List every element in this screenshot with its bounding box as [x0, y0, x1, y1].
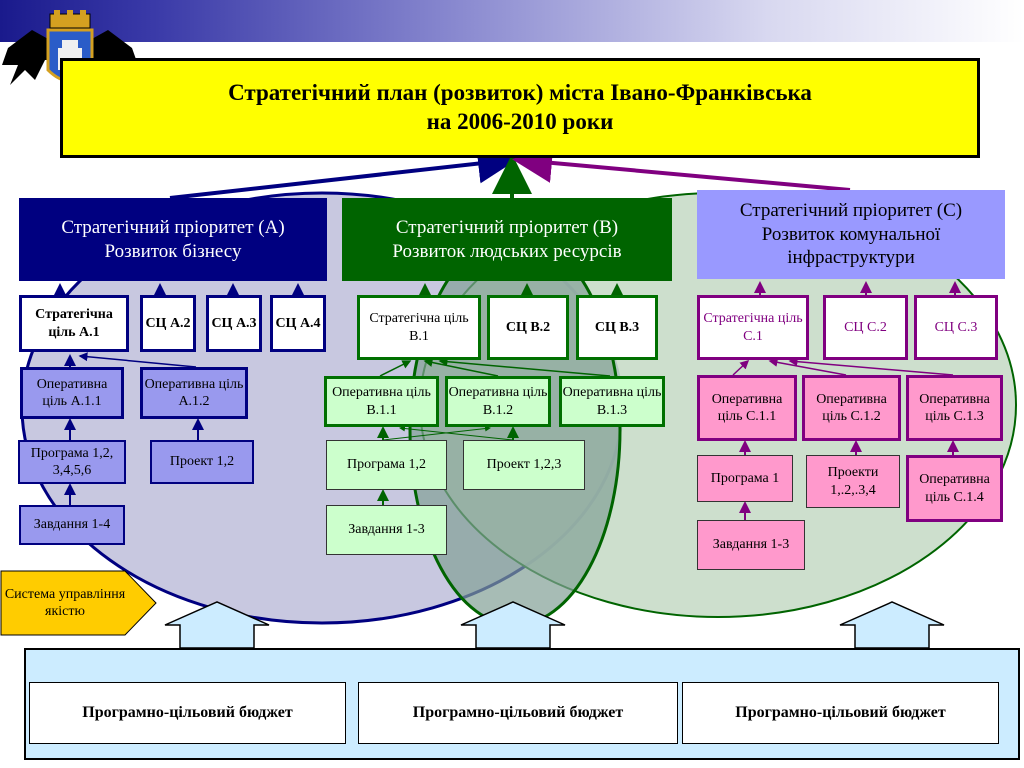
goal-c3: СЦ С.3 [914, 295, 998, 360]
priority-c-line1: Стратегічний пріоритет (С) [739, 199, 963, 221]
tasks-c: Завдання 1-3 [697, 520, 805, 570]
op-goal-b12: Оперативна ціль В.1.2 [445, 376, 551, 427]
budget-b: Програмно-цільовий бюджет [358, 682, 678, 744]
goal-b2: СЦ В.2 [487, 295, 569, 360]
op-goal-a12: Оперативна ціль А.1.2 [140, 367, 248, 419]
op-goal-c11: Оперативна ціль С.1.1 [697, 375, 797, 441]
projects-c: Проекти 1,.2,.3,4 [806, 455, 900, 508]
priority-c: Стратегічний пріоритет (С) Розвиток кому… [697, 190, 1005, 279]
goal-a3: СЦ А.3 [206, 295, 262, 352]
op-goal-c13: Оперативна ціль С.1.3 [906, 375, 1003, 441]
priority-b-line2: Розвиток людських ресурсів [392, 240, 622, 262]
project-a: Проект 1,2 [150, 440, 254, 484]
budget-c: Програмно-цільовий бюджет [682, 682, 999, 744]
priority-a: Стратегічний пріоритет (А) Розвиток бізн… [19, 198, 327, 281]
program-a: Програма 1,2, 3,4,5,6 [18, 440, 126, 484]
op-goal-a11: Оперативна ціль А.1.1 [20, 367, 124, 419]
tasks-a: Завдання 1-4 [19, 505, 125, 545]
op-goal-c14: Оперативна ціль С.1.4 [906, 455, 1003, 522]
goal-a4: СЦ А.4 [270, 295, 326, 352]
plan-title-line1: Стратегічний план (розвиток) міста Івано… [228, 80, 812, 106]
goal-c2: СЦ С.2 [823, 295, 908, 360]
op-goal-b13: Оперативна ціль В.1.3 [559, 376, 665, 427]
project-b: Проект 1,2,3 [463, 440, 585, 490]
quality-system-label: Система управління якістю [4, 586, 126, 620]
goal-b1: Стратегічна ціль В.1 [357, 295, 481, 360]
priority-c-line2: Розвиток комунальної інфраструктури [761, 223, 941, 269]
goal-c1: Стратегічна ціль С.1 [697, 295, 809, 360]
priority-b-line1: Стратегічний пріоритет (В) [395, 216, 619, 238]
header-bar [0, 0, 1024, 42]
quality-system-arrow [0, 570, 157, 636]
op-goal-b11: Оперативна ціль В.1.1 [324, 376, 439, 427]
tasks-b: Завдання 1-3 [326, 505, 447, 555]
plan-title-line2: на 2006-2010 роки [426, 109, 614, 134]
goal-a2: СЦ А.2 [140, 295, 196, 352]
budget-a: Програмно-цільовий бюджет [29, 682, 346, 744]
op-goal-c12: Оперативна ціль С.1.2 [802, 375, 901, 441]
program-c: Програма 1 [697, 455, 793, 502]
program-b: Програма 1,2 [326, 440, 447, 490]
priority-a-line2: Розвиток бізнесу [104, 240, 242, 262]
priority-a-line1: Стратегічний пріоритет (А) [61, 216, 285, 238]
plan-title: Стратегічний план (розвиток) міста Івано… [60, 58, 980, 158]
goal-b3: СЦ В.3 [576, 295, 658, 360]
priority-b: Стратегічний пріоритет (В) Розвиток людс… [342, 198, 672, 281]
goal-a1: Стратегічна ціль А.1 [19, 295, 129, 352]
